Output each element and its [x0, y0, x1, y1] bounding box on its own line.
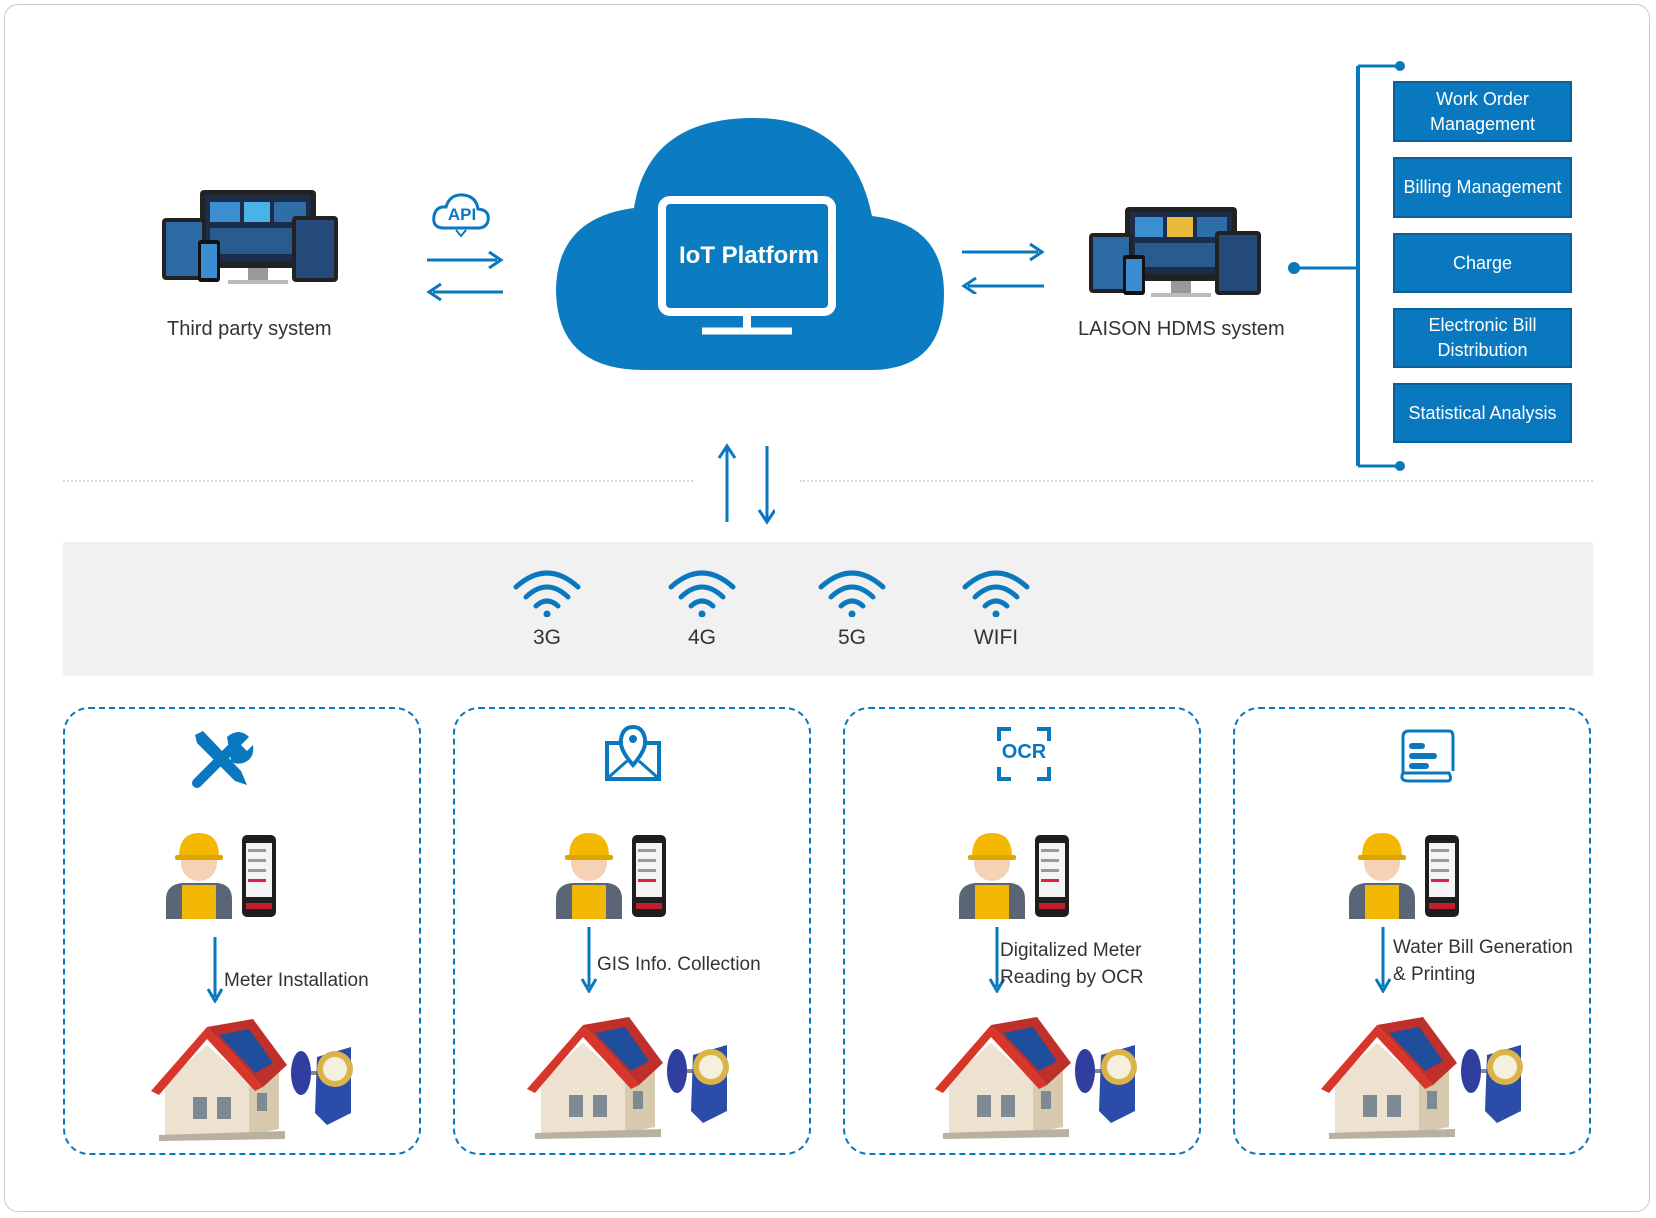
- house-meter-icon: [151, 1019, 353, 1141]
- wifi-icon: [513, 570, 581, 618]
- iot-platform-label: IoT Platform: [678, 242, 819, 269]
- hdms-bidirectional-arrows: [961, 242, 1045, 294]
- tools-icon: [192, 731, 254, 788]
- house-meter-icon: [527, 1017, 729, 1139]
- separator-left: [63, 480, 693, 482]
- down-arrow: [206, 937, 224, 1003]
- worker-with-terminal-icon: [166, 833, 276, 919]
- panel-step-label: Meter Installation: [224, 970, 369, 991]
- worker-with-terminal-icon: [959, 833, 1069, 919]
- network-label: 4G: [687, 626, 716, 649]
- function-bracket-connector: [1288, 61, 1405, 471]
- house-meter-icon: [1321, 1017, 1523, 1139]
- network-3g: 3G: [502, 565, 592, 650]
- panel-1: Meter Installation: [63, 707, 421, 1155]
- wifi-icon: [818, 570, 886, 618]
- wifi-icon: [668, 570, 736, 618]
- function-billing: Billing Management: [1393, 157, 1572, 218]
- down-arrow: [988, 927, 1006, 993]
- hdms-devices-icon: [1089, 207, 1261, 297]
- function-electronic-bill: Electronic Bill Distribution: [1393, 308, 1572, 368]
- third-party-devices-icon: [162, 190, 338, 284]
- third-party-label: Third party system: [167, 318, 332, 340]
- network-4g: 4G: [657, 565, 747, 650]
- network-band: [63, 542, 1593, 676]
- diagram-frame: [4, 4, 1650, 1212]
- bill-scroll-icon: [1400, 729, 1455, 783]
- hdms-label: LAISON HDMS system: [1078, 318, 1285, 340]
- function-work-order: Work Order Management: [1393, 81, 1572, 142]
- network-label: WIFI: [973, 626, 1019, 649]
- panel-3: OCR Digitalized Meter Reading by OCR: [843, 707, 1201, 1155]
- network-label: 5G: [837, 626, 866, 649]
- down-arrow: [1374, 927, 1392, 993]
- ocr-icon-text: OCR: [1001, 741, 1047, 763]
- panel-step-label: Digitalized Meter Reading by OCR: [1000, 940, 1144, 988]
- worker-with-terminal-icon: [1349, 833, 1459, 919]
- api-bidirectional-arrows: [426, 250, 504, 302]
- network-wifi: WIFI: [951, 565, 1041, 650]
- worker-with-terminal-icon: [556, 833, 666, 919]
- network-5g: 5G: [807, 565, 897, 650]
- network-updown-arrows: [717, 443, 775, 525]
- function-charge: Charge: [1393, 233, 1572, 293]
- panel-step-label: Water Bill Generation & Printing: [1393, 937, 1573, 985]
- iot-cloud-icon: [556, 118, 944, 370]
- network-label: 3G: [532, 626, 561, 649]
- wifi-icon: [962, 570, 1030, 618]
- panel-2: GIS Info. Collection: [453, 707, 811, 1155]
- separator-right: [800, 480, 1593, 482]
- panel-step-label: GIS Info. Collection: [597, 954, 761, 975]
- down-arrow: [580, 927, 598, 993]
- map-pin-icon: [605, 724, 661, 781]
- panel-4: Water Bill Generation & Printing: [1233, 707, 1591, 1155]
- api-badge: API: [447, 205, 477, 224]
- ocr-scan-icon: [997, 727, 1051, 781]
- api-cloud-icon: [432, 193, 490, 238]
- house-meter-icon: [935, 1017, 1137, 1139]
- function-statistical-analysis: Statistical Analysis: [1393, 383, 1572, 443]
